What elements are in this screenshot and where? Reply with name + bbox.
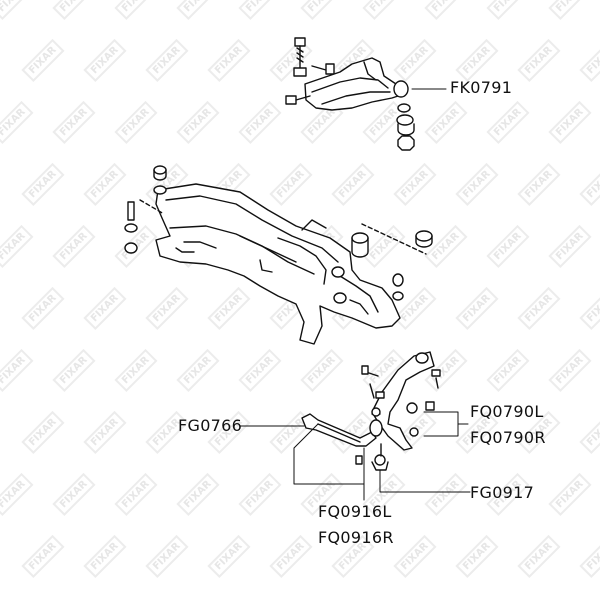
small-bolt (285, 95, 311, 105)
lower-arm-assembly (361, 351, 441, 451)
label-fq0916r: FQ0916R (318, 528, 394, 547)
label-fk0791: FK0791 (450, 78, 513, 97)
subframe (124, 165, 433, 345)
label-fq0916l: FQ0916L (318, 502, 392, 521)
upper-arm-assembly (285, 37, 415, 151)
label-fg0766: FG0766 (178, 416, 243, 435)
label-fg0917: FG0917 (470, 483, 535, 502)
label-fq0790l: FQ0790L (470, 402, 544, 421)
leader-lines (239, 88, 471, 501)
label-fq0790r: FQ0790R (470, 428, 546, 447)
upper-bolt (293, 37, 307, 77)
